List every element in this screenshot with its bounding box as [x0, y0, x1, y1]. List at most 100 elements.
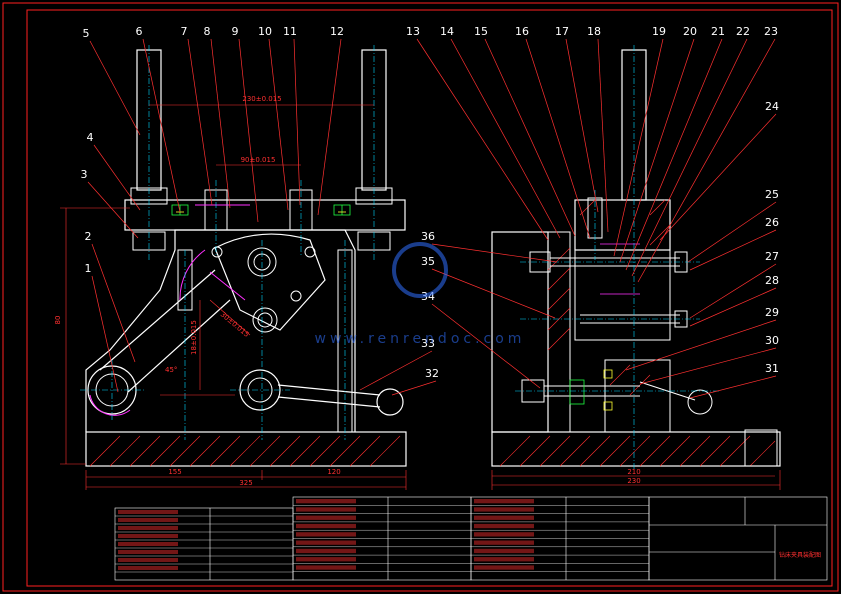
parts-list-cell-text: [474, 532, 534, 537]
watermark-text: www.renrendoc.com: [315, 331, 526, 347]
callout-label-14: 14: [440, 25, 454, 38]
callout-leader-16: [525, 38, 591, 239]
parts-list-cell-text: [474, 515, 534, 520]
callout-leader-7: [187, 38, 213, 206]
parts-list-cell-text: [118, 526, 178, 530]
dim-top-span: 230±0.015: [242, 95, 281, 103]
callout-leader-13: [416, 38, 549, 241]
parts-list-cell-text: [474, 540, 534, 545]
callout-leader-19: [613, 38, 664, 257]
parts-list-cell-text: [296, 557, 356, 562]
callout-label-18: 18: [587, 25, 601, 38]
parts-list-cell-text: [474, 523, 534, 529]
callout-leader-24: [659, 113, 777, 241]
callout-label-7: 7: [181, 25, 188, 38]
callout-leader-25: [687, 201, 777, 263]
dim-side-width-1: 210: [627, 468, 640, 476]
parts-list-cell-text: [118, 558, 178, 562]
callout-leader-29: [625, 319, 777, 371]
callout-label-20: 20: [683, 25, 697, 38]
dim-mid-span: 90±0.015: [241, 156, 276, 164]
callout-label-30: 30: [765, 334, 779, 347]
callout-leader-9: [238, 38, 259, 223]
callout-leader-28: [689, 287, 777, 327]
callout-label-28: 28: [765, 274, 779, 287]
dim-height: 80: [54, 316, 62, 325]
dim-side-width-2: 230: [627, 477, 640, 485]
parts-list-cell-text: [296, 515, 356, 520]
parts-list-cell-text: [474, 565, 534, 570]
callout-label-33: 33: [421, 337, 435, 350]
drawing-title: 钻床夹具装配图: [779, 551, 821, 559]
callout-leader-5: [89, 40, 141, 136]
parts-list: [114, 496, 828, 581]
parts-list-cell-text: [296, 540, 356, 545]
callout-label-31: 31: [765, 362, 779, 375]
callout-label-13: 13: [406, 25, 420, 38]
parts-list-cell-text: [118, 534, 178, 538]
callout-label-23: 23: [764, 25, 778, 38]
callout-label-29: 29: [765, 306, 779, 319]
callout-leader-2: [91, 243, 136, 363]
callout-label-26: 26: [765, 216, 779, 229]
parts-list-rows: [115, 499, 649, 573]
parts-list-cell-text: [296, 548, 356, 554]
parts-list-cell-text: [296, 523, 356, 529]
callout-leader-20: [619, 38, 695, 263]
front-view: 230±0.015 90±0.015 80 45° 155 120 325 30…: [54, 45, 407, 490]
inner-frame: [26, 9, 833, 587]
parts-list-cell-text: [474, 548, 534, 554]
parts-list-cell-text: [118, 542, 178, 546]
parts-list-cell-text: [296, 565, 356, 570]
dim-angle: 45°: [165, 366, 177, 374]
callout-label-21: 21: [711, 25, 725, 38]
parts-list-cell-text: [474, 557, 534, 562]
callout-leader-22: [631, 38, 748, 277]
callout-label-1: 1: [85, 262, 92, 275]
callout-leader-12: [317, 38, 342, 216]
callout-leader-27: [689, 263, 777, 319]
callout-leader-36: [431, 243, 558, 263]
callout-leader-26: [689, 229, 777, 271]
callout-leader-35: [431, 268, 556, 319]
callout-leader-31: [689, 375, 777, 399]
callout-leader-18: [597, 38, 609, 233]
parts-list-cell-text: [296, 507, 356, 512]
callout-label-12: 12: [330, 25, 344, 38]
callout-leader-32: [391, 380, 437, 396]
callout-label-19: 19: [652, 25, 666, 38]
callout-label-2: 2: [85, 230, 92, 243]
callout-leader-23: [637, 38, 776, 283]
callout-label-8: 8: [204, 25, 211, 38]
callout-leader-10: [268, 38, 289, 211]
callout-label-32: 32: [425, 367, 439, 380]
callout-label-17: 17: [555, 25, 569, 38]
callout-label-24: 24: [765, 100, 779, 113]
parts-list-cell-text: [296, 499, 356, 504]
callout-label-6: 6: [136, 25, 143, 38]
callout-label-4: 4: [87, 131, 94, 144]
callout-label-22: 22: [736, 25, 750, 38]
callout-leader-8: [210, 38, 231, 209]
parts-list-cell-text: [474, 507, 534, 512]
callout-label-16: 16: [515, 25, 529, 38]
parts-list-cell-text: [118, 510, 178, 514]
dim-total-width: 325: [239, 479, 252, 487]
parts-list-cell-text: [474, 499, 534, 504]
callout-leader-14: [450, 38, 561, 239]
callout-label-9: 9: [232, 25, 239, 38]
callout-leader-21: [625, 38, 723, 271]
parts-list-cell-text: [118, 518, 178, 522]
callout-leader-4: [93, 144, 141, 211]
watermark: www.renrendoc.com: [315, 242, 526, 347]
parts-list-cell-text: [296, 532, 356, 537]
callout-label-11: 11: [283, 25, 297, 38]
callout-leader-6: [142, 38, 181, 213]
callout-leader-11: [293, 38, 301, 206]
dim-right-width: 120: [327, 468, 340, 476]
callout-label-25: 25: [765, 188, 779, 201]
callout-label-36: 36: [421, 230, 435, 243]
